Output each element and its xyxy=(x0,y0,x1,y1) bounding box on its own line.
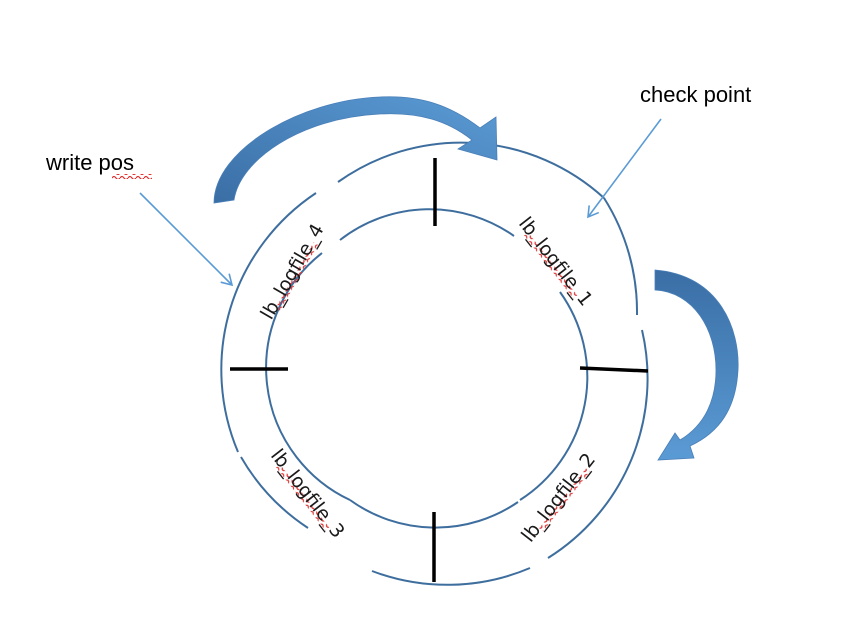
write-pos-label: write pos xyxy=(45,150,134,175)
outer-ring-arc-bottom xyxy=(371,567,531,586)
spellcheck-squiggle xyxy=(112,174,152,179)
outer-ring-arc-left-lower xyxy=(240,456,309,529)
segment-label-4: lb_logfile_4 xyxy=(256,220,328,323)
inner-ring-arc-right xyxy=(519,291,589,501)
outer-ring-arc-right-lower xyxy=(547,329,649,559)
outer-ring-arc-left-upper xyxy=(220,192,317,453)
inner-ring-arc-top xyxy=(339,208,515,241)
write-pos-pointer-icon xyxy=(139,192,234,287)
segment-labels: lb_logfile_1 lb_logfile_2 lb_logfile_3 l… xyxy=(256,213,600,546)
curved-arrow-right-icon xyxy=(654,269,739,461)
check-point-pointer-icon xyxy=(587,118,662,219)
divider-right xyxy=(579,366,649,373)
curved-arrow-top-icon xyxy=(213,96,498,204)
segment-label-1: lb_logfile_1 xyxy=(514,213,597,310)
check-point-label: check point xyxy=(640,82,751,107)
spellcheck-squiggle xyxy=(275,242,318,311)
segment-label-text: lb_logfile_4 xyxy=(256,220,328,323)
outer-ring-arc-right-upper xyxy=(603,197,639,316)
spellcheck-squiggle xyxy=(539,468,590,532)
segment-dividers xyxy=(230,158,649,582)
spellcheck-squiggle xyxy=(276,464,330,531)
segment-label-text: lb_logfile_1 xyxy=(514,213,597,310)
spellcheck-squiggle xyxy=(524,232,578,299)
